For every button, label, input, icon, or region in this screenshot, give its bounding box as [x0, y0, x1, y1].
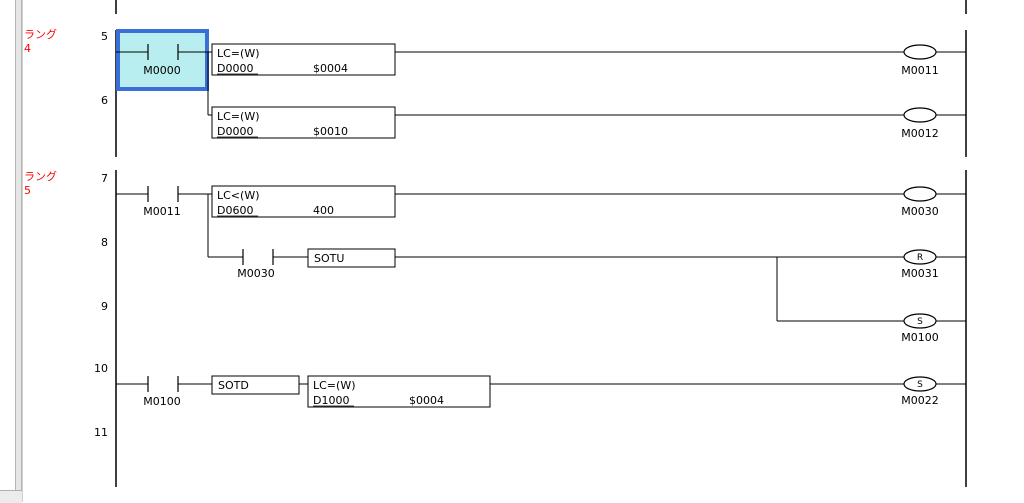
coil-type: R — [917, 253, 923, 263]
coil-type: S — [917, 317, 923, 327]
compare-op: LC=(W) — [313, 379, 356, 392]
compare-block-1[interactable]: LC=(W) D0000 $0004 — [211, 43, 396, 76]
window-left-edge — [0, 0, 23, 502]
compare-op: LC=(W) — [217, 110, 260, 123]
rung-number-5: 5 — [24, 184, 31, 197]
compare-op: LC<(W) — [217, 189, 260, 202]
compare-device: D1000 — [313, 394, 349, 407]
contact-m0030[interactable] — [242, 249, 308, 265]
coil-label: M0031 — [901, 267, 939, 280]
line-number: 5 — [101, 30, 108, 43]
coil-set-m0022[interactable] — [903, 376, 966, 392]
coil-reset-m0031[interactable] — [903, 249, 966, 265]
coil-label: M0012 — [901, 127, 939, 140]
compare-block-2[interactable]: LC=(W) D0000 $0010 — [211, 106, 396, 139]
contact-m0011[interactable] — [116, 186, 212, 202]
rung-label-5: ラング — [24, 169, 57, 183]
function-label: SOTU — [314, 252, 344, 265]
compare-device: D0000 — [217, 62, 253, 75]
coil-m0011[interactable] — [903, 44, 966, 60]
compare-value: 400 — [313, 204, 334, 217]
compare-value: $0010 — [313, 125, 348, 138]
coil-label: M0100 — [901, 331, 939, 344]
contact-label: M0030 — [237, 267, 275, 280]
line-number: 6 — [101, 94, 108, 107]
function-block-sotd[interactable]: SOTD — [211, 375, 300, 395]
compare-value: $0004 — [313, 62, 348, 75]
contact-label: M0000 — [143, 64, 181, 77]
rung-label-4: ラング — [24, 27, 57, 41]
contact-m0000[interactable] — [116, 44, 212, 60]
line-number: 10 — [94, 362, 108, 375]
contact-label: M0011 — [143, 205, 181, 218]
contact-m0100[interactable] — [116, 376, 212, 392]
line-number: 9 — [101, 300, 108, 313]
compare-op: LC=(W) — [217, 47, 260, 60]
function-block-sotu[interactable]: SOTU — [307, 248, 396, 268]
coil-set-m0100[interactable] — [903, 313, 966, 329]
selection-highlight[interactable] — [116, 29, 209, 91]
coil-type: S — [917, 380, 923, 390]
compare-block-3[interactable]: LC<(W) D0600 400 — [211, 185, 396, 218]
line-number: 8 — [101, 236, 108, 249]
contact-label: M0100 — [143, 395, 181, 408]
line-number: 7 — [101, 172, 108, 185]
compare-device: D0600 — [217, 204, 253, 217]
function-label: SOTD — [218, 379, 249, 392]
coil-label: M0030 — [901, 205, 939, 218]
rung-number-4: 4 — [24, 42, 31, 55]
compare-value: $0004 — [409, 394, 444, 407]
coil-m0030[interactable] — [903, 186, 966, 202]
resize-grip[interactable] — [0, 490, 22, 503]
line-number: 11 — [94, 426, 108, 439]
coil-label: M0022 — [901, 394, 939, 407]
compare-device: D0000 — [217, 125, 253, 138]
compare-block-4[interactable]: LC=(W) D1000 $0004 — [307, 375, 491, 408]
coil-m0012[interactable] — [903, 107, 966, 123]
coil-label: M0011 — [901, 64, 939, 77]
